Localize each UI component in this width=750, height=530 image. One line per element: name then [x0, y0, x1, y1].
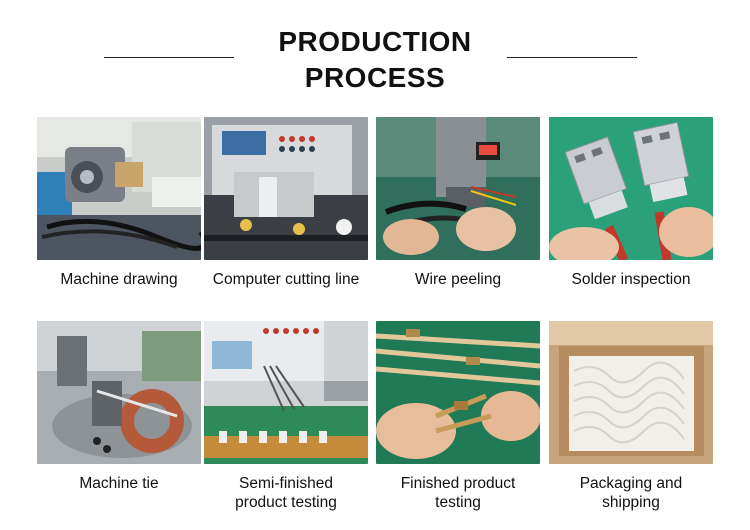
- step-machine-tie: Machine tie: [37, 321, 201, 493]
- step-computer-cutting-line: Computer cutting line: [204, 117, 368, 289]
- wire-stripping-photo: [376, 117, 540, 260]
- title-rule-right: [507, 57, 637, 58]
- circuit-tester-photo: [204, 321, 368, 464]
- step-solder-inspection: Solder inspection: [549, 117, 713, 289]
- cable-tying-machine-photo: [37, 321, 201, 464]
- step-machine-drawing: Machine drawing: [37, 117, 201, 289]
- wire-drawing-machine-photo: [37, 117, 201, 260]
- usb-connector-inspection-photo: [549, 117, 713, 260]
- title-line-2: PROCESS: [304, 62, 446, 93]
- step-finished-testing: Finished product testing: [376, 321, 540, 512]
- step-caption: Semi-finished product testing: [235, 475, 337, 511]
- page-title: PRODUCTION PROCESS: [250, 24, 500, 96]
- step-caption: Machine tie: [79, 475, 159, 492]
- carton-box-photo: [549, 321, 713, 464]
- finished-cable-photo: [376, 321, 540, 464]
- step-caption: Packaging and shipping: [579, 475, 683, 511]
- title-line-1: PRODUCTION: [278, 26, 472, 57]
- step-caption: Computer cutting line: [212, 271, 360, 288]
- step-wire-peeling: Wire peeling: [376, 117, 540, 289]
- wire-cutting-machine-photo: [204, 117, 368, 260]
- step-caption: Machine drawing: [60, 271, 178, 288]
- title-rule-left: [104, 57, 234, 58]
- step-semi-finished-testing: Semi-finished product testing: [204, 321, 368, 512]
- step-caption: Wire peeling: [414, 271, 502, 288]
- step-caption: Solder inspection: [571, 271, 691, 288]
- step-caption: Finished product testing: [400, 475, 516, 511]
- step-packaging-shipping: Packaging and shipping: [549, 321, 713, 512]
